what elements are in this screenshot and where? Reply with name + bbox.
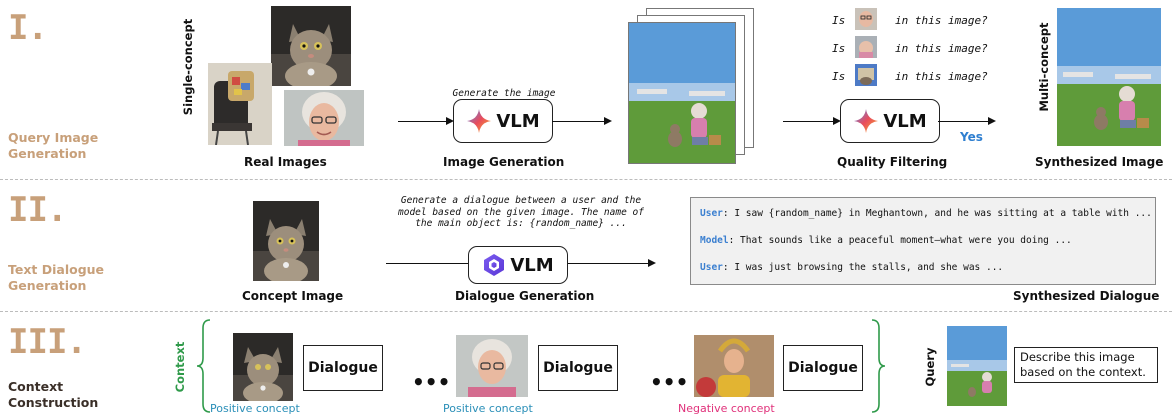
dialogue-line-1: User: I saw {random_name} in Meghantown,… (700, 208, 1152, 219)
vlm-dialogue-box: VLM (468, 246, 568, 284)
dialogue-generation-caption: Dialogue Generation (455, 289, 595, 303)
context-image-cat (233, 333, 293, 401)
arrow-to-generated (552, 117, 612, 125)
dialogue-text: : I was just browsing the stalls, and sh… (722, 262, 1004, 273)
context-image-woman (456, 335, 528, 397)
ellipsis-1: ••• (412, 370, 451, 394)
question-1: Is (832, 14, 845, 27)
real-image-chair (208, 63, 272, 145)
section-2-label: Text Dialogue Generation (8, 262, 105, 293)
real-image-woman (284, 90, 364, 146)
context-brace-right (871, 319, 886, 413)
yes-label: Yes (960, 130, 983, 144)
dialogue-line-2: Model: That sounds like a peaceful momen… (700, 235, 1072, 246)
real-image-cat (271, 6, 351, 86)
question-2-suffix: in this image? (895, 42, 988, 55)
multi-concept-label: Multi-concept (1037, 22, 1051, 112)
arrow-to-vlm-1 (398, 117, 454, 125)
dialogue-line-3: User: I was just browsing the stalls, an… (700, 262, 1003, 273)
generated-image (628, 22, 736, 164)
generated-image-stack (628, 8, 754, 164)
section-1-label: Query Image Generation (8, 130, 99, 161)
section-1-numeral: I. (8, 8, 48, 48)
quality-filtering-caption: Quality Filtering (837, 155, 948, 169)
vlm-generation-box: VLM (453, 99, 553, 143)
question-2: Is (832, 42, 845, 55)
dialogue-box-3: Dialogue (783, 345, 863, 391)
dialogue-box-2: Dialogue (538, 345, 618, 391)
vlm-filter-box: VLM (840, 99, 940, 143)
synthesized-image (1057, 8, 1161, 146)
section-3-numeral: III. (8, 322, 87, 362)
query-image (947, 326, 1007, 406)
qwen-logo-icon (484, 254, 505, 276)
concept-image (253, 201, 319, 281)
query-text: Describe this image based on the context… (1020, 350, 1146, 379)
ellipsis-2: ••• (650, 370, 689, 394)
synthesized-image-caption: Synthesized Image (1035, 155, 1164, 169)
question-prefix: Is (832, 42, 846, 55)
concept-tag-2: Positive concept (443, 402, 533, 415)
single-concept-label: Single-concept (181, 18, 195, 116)
question-thumb-cat (855, 36, 877, 58)
concept-tag-3: Negative concept (678, 402, 775, 415)
question-thumb-woman (855, 8, 877, 30)
query-label: Query (923, 347, 937, 387)
dialogue-text: : That sounds like a peaceful moment—wha… (728, 235, 1072, 246)
context-brace-left (196, 319, 211, 413)
section-3-label: Context Construction (8, 379, 99, 410)
vlm-label: VLM (496, 110, 540, 132)
context-label: Context (173, 341, 187, 393)
image-generation-caption: Image Generation (443, 155, 565, 169)
section-2-numeral: II. (8, 190, 67, 230)
query-text-box: Describe this image based on the context… (1014, 347, 1158, 383)
dialogue-box-1: Dialogue (303, 345, 383, 391)
context-image-negative (694, 335, 774, 397)
gemini-star-icon (467, 109, 492, 133)
concept-tag-1: Positive concept (210, 402, 300, 415)
question-3-suffix: in this image? (895, 70, 988, 83)
question-thumb-chair (855, 64, 877, 86)
gemini-star-icon (854, 109, 879, 133)
dialogue-speaker: User (700, 208, 723, 219)
question-1-suffix: in this image? (895, 14, 988, 27)
arrow-to-vlm-2 (783, 117, 841, 125)
synthesized-dialogue-caption: Synthesized Dialogue (1013, 289, 1160, 303)
dialogue-speaker: User (700, 262, 723, 273)
question-prefix: Is (832, 70, 846, 83)
question-3: Is (832, 70, 845, 83)
vlm-label: VLM (883, 110, 927, 132)
real-images-caption: Real Images (244, 155, 327, 169)
dialogue-speaker: Model (700, 235, 729, 246)
section-divider-1 (0, 179, 1172, 180)
arrow-to-synth (938, 117, 996, 125)
dialogue-prompt: Generate a dialogue between a user and t… (398, 195, 644, 229)
synthesized-dialogue-box: User: I saw {random_name} in Meghantown,… (690, 197, 1156, 285)
question-prefix: Is (832, 14, 846, 27)
concept-image-caption: Concept Image (242, 289, 344, 303)
section-divider-2 (0, 311, 1172, 312)
dialogue-text: : I saw {random_name} in Meghantown, and… (722, 208, 1152, 219)
vlm-label: VLM (510, 254, 554, 276)
